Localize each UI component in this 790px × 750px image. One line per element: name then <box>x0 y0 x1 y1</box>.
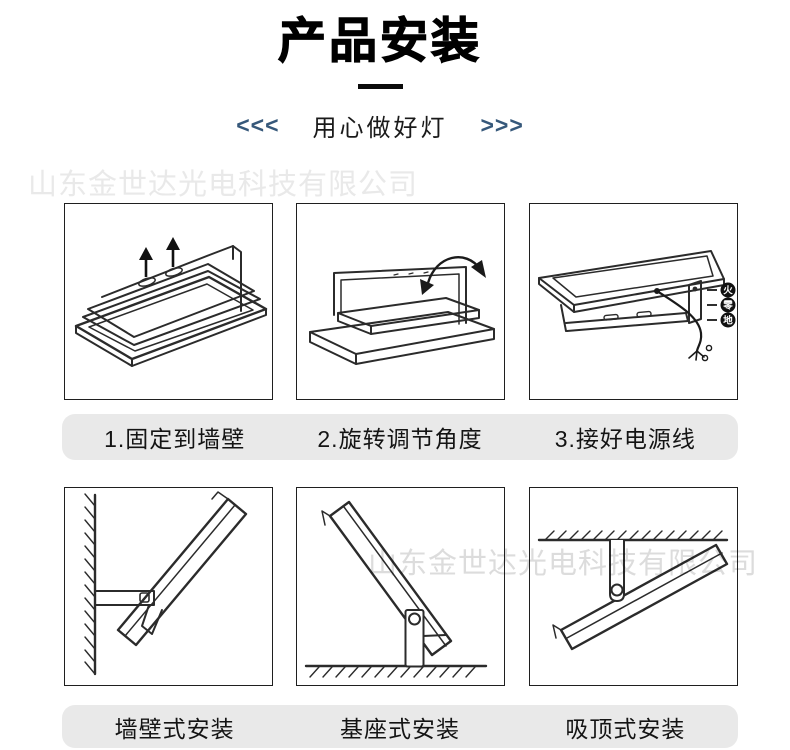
chevrons-left-icon: <<< <box>236 112 280 139</box>
tagline-text: 用心做好灯 <box>312 115 448 143</box>
pull-up-arrows-icon <box>137 237 183 287</box>
lamp-back-drawing <box>537 250 725 332</box>
step-caption-bar: 1.固定到墙壁 2.旋转调节角度 3.接好电源线 <box>62 414 738 460</box>
wire-label-ground: 地 <box>706 312 735 328</box>
mount-caption-ceiling: 吸顶式安装 <box>565 715 686 742</box>
step-caption-1: 1.固定到墙壁 <box>104 426 246 452</box>
mount-box-base <box>296 487 505 686</box>
lamp-on-base-drawing <box>308 266 495 365</box>
illustration-fix-to-wall <box>74 237 267 367</box>
step-box-fix-to-wall <box>64 203 273 400</box>
step-box-connect-power: 火 零 地 <box>529 203 738 400</box>
ground-hatching <box>308 666 476 678</box>
base-mount-drawing <box>304 500 487 678</box>
panel-light-drawing <box>74 245 267 367</box>
tagline: <<< 用心做好灯 >>> <box>0 108 760 143</box>
mount-caption-bar: 墙壁式安装 基座式安装 吸顶式安装 <box>62 705 738 748</box>
step-caption-2: 2.旋转调节角度 <box>317 426 483 452</box>
mount-caption-base: 基座式安装 <box>339 715 460 742</box>
page-title: 产品安装 <box>277 14 482 68</box>
illustration-ceiling-mount <box>537 530 728 651</box>
wire-labels: 火 零 地 <box>706 282 735 328</box>
illustration-connect-power: 火 零 地 <box>537 250 735 362</box>
mount-box-wall <box>64 487 273 686</box>
ceiling-hatching <box>543 530 723 541</box>
rotation-arrow-icon <box>419 256 486 295</box>
power-cable <box>653 288 712 362</box>
watermark-company-name: 山东金世达光电科技有限公司 <box>28 169 419 201</box>
chevrons-right-icon: >>> <box>480 112 524 139</box>
mount-box-ceiling <box>529 487 738 686</box>
step-caption-3: 3.接好电源线 <box>554 426 696 452</box>
illustration-base-mount <box>304 500 487 678</box>
ceiling-mount-drawing <box>537 530 728 651</box>
wall-mount-drawing <box>83 491 247 676</box>
step-box-rotate-angle <box>296 203 505 400</box>
wire-label-live-text: 火 <box>723 286 733 297</box>
mount-caption-wall: 墙壁式安装 <box>114 715 235 742</box>
wire-label-neutral: 零 <box>706 297 735 313</box>
wire-label-ground-text: 地 <box>723 315 733 327</box>
header: 产品安装 <<< 用心做好灯 >>> <box>0 14 760 143</box>
illustration-rotate-angle <box>308 256 495 365</box>
illustration-wall-mount <box>83 491 247 676</box>
title-divider <box>357 84 403 90</box>
wall-hatching <box>83 493 96 675</box>
wire-label-neutral-text: 零 <box>722 301 733 312</box>
wire-label-live: 火 <box>706 282 735 298</box>
